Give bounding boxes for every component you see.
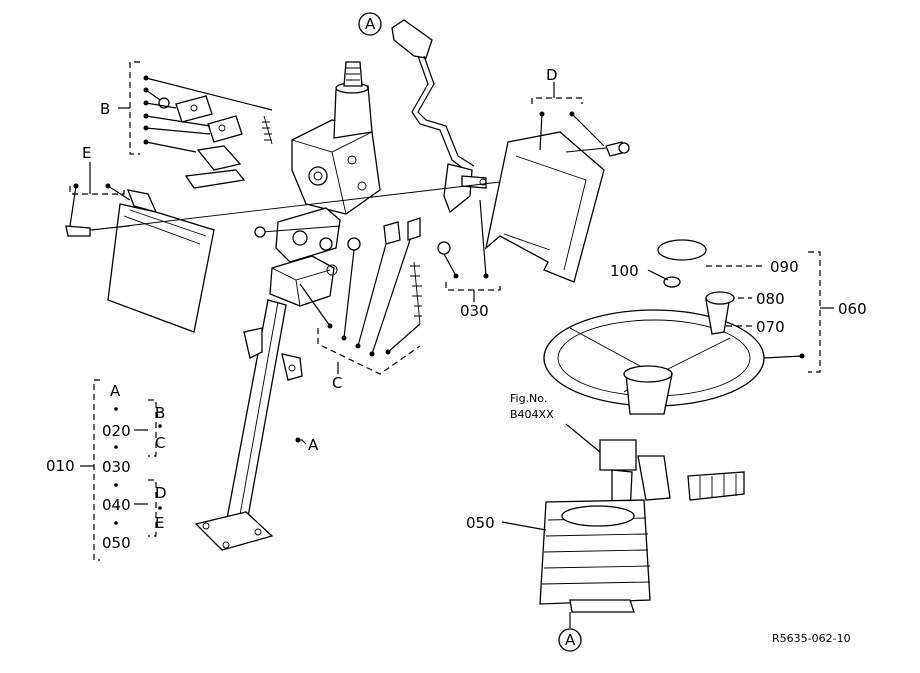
legend-item-020: 020 bbox=[102, 422, 131, 440]
marker-label-top: A bbox=[365, 15, 376, 33]
legend-item-a: A bbox=[110, 382, 121, 400]
group-label-e: E bbox=[82, 144, 91, 162]
part-number-080: 080 bbox=[756, 290, 785, 308]
legend-item-030: 030 bbox=[102, 458, 131, 476]
part-number-070: 070 bbox=[756, 318, 785, 336]
fig-ref-line1: Fig.No. bbox=[510, 392, 547, 405]
steering-column bbox=[194, 61, 381, 551]
group-brackets bbox=[69, 61, 834, 628]
part-number-090: 090 bbox=[770, 258, 799, 276]
part-number-100: 100 bbox=[610, 262, 639, 280]
part-number-030: 030 bbox=[460, 302, 489, 320]
fig-ref-line2: B404XX bbox=[510, 408, 554, 421]
legend-sub-d: D bbox=[155, 484, 167, 502]
legend-sub-b: B bbox=[155, 404, 165, 422]
group-label-b: B bbox=[100, 100, 110, 118]
legend-sub-e: E bbox=[155, 514, 164, 532]
group-label-c: C bbox=[332, 374, 342, 392]
group-b-parts bbox=[158, 95, 273, 189]
drawing-code: R5635-062-10 bbox=[772, 632, 851, 645]
group-label-d: D bbox=[546, 66, 558, 84]
steering-wheel bbox=[543, 239, 765, 515]
legend-root: 010 bbox=[46, 457, 75, 475]
marker-label-bottom: A bbox=[565, 631, 576, 649]
part-number-050: 050 bbox=[466, 514, 495, 532]
bracket-right bbox=[484, 131, 630, 283]
legend-item-040: 040 bbox=[102, 496, 131, 514]
boot-cover bbox=[539, 499, 651, 613]
cover-left bbox=[65, 181, 501, 333]
circle-marker-top bbox=[358, 12, 382, 36]
part-number-060: 060 bbox=[838, 300, 867, 318]
legend-sub-c: C bbox=[155, 434, 165, 452]
circle-marker-bottom bbox=[558, 628, 582, 652]
shuttle-lever bbox=[391, 19, 487, 214]
legend-tree bbox=[80, 379, 162, 561]
group-c-parts bbox=[254, 217, 451, 325]
legend-item-050: 050 bbox=[102, 534, 131, 552]
group-label-a-lead: A bbox=[308, 436, 319, 454]
